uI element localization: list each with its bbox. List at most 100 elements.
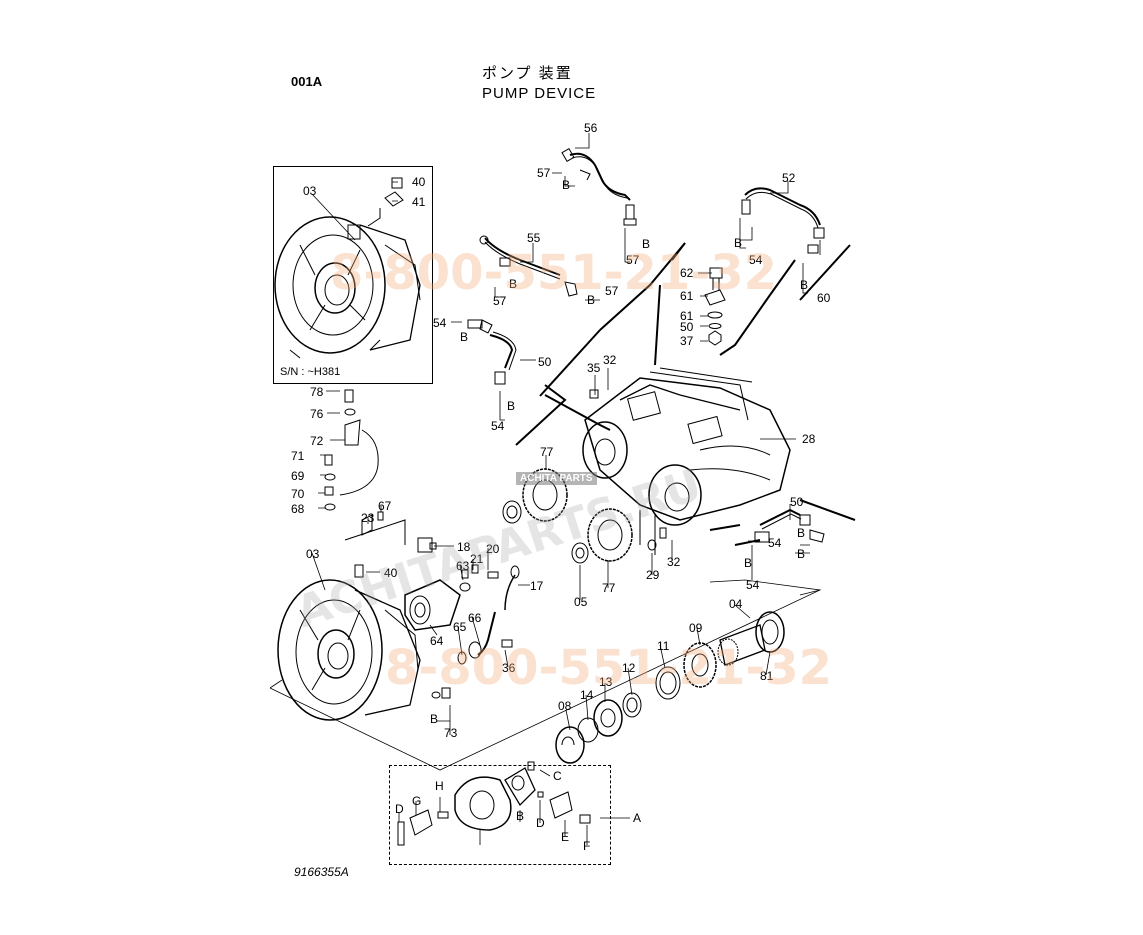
callout-A-53: B <box>460 330 469 344</box>
drawing-number: 9166355A <box>294 865 349 879</box>
title-japanese: ポンプ 装置 <box>482 65 573 82</box>
callout-76: 72 <box>310 434 324 448</box>
watermark-phone-bottom: 8-800-551-21-32 <box>385 640 833 696</box>
coupling-assembly <box>397 761 591 846</box>
callout-52: 52 <box>782 171 796 185</box>
callout-53-left: 54 <box>433 316 447 330</box>
callout-54: 60 <box>817 291 831 305</box>
callout-14: 08 <box>558 699 572 713</box>
callout-69: 70 <box>291 487 305 501</box>
callout-28-top: 77 <box>540 445 554 459</box>
callout-04: 09 <box>689 621 703 635</box>
callout-72: 71 <box>291 449 305 463</box>
callout-A-55: B <box>642 237 651 251</box>
callout-53-right2: 54 <box>768 536 782 550</box>
callout-A-57: B <box>509 277 518 291</box>
callout-35-top: 32 <box>603 353 617 367</box>
callout-37: 35 <box>587 361 601 375</box>
leader-lines <box>311 133 821 845</box>
flywheel-housing <box>277 564 421 721</box>
callout-A-coupling: B <box>516 809 525 823</box>
callout-68: 67 <box>378 499 392 513</box>
callout-61: 37 <box>680 334 694 348</box>
callout-56: 56 <box>584 121 598 135</box>
callout-40-lower: 40 <box>384 566 398 580</box>
callout-41: 41 <box>412 195 426 209</box>
callout-A-52: B <box>734 236 743 250</box>
callout-32: 28 <box>802 432 816 446</box>
sensor-assembly <box>324 389 406 545</box>
callout-08: 81 <box>760 669 774 683</box>
callout-40-inset: 40 <box>412 175 426 189</box>
callout-55: 55 <box>527 231 541 245</box>
callout-60: 62 <box>680 266 694 280</box>
callout-57-right: 57 <box>605 284 619 298</box>
callout-59-b: 61 <box>680 309 694 323</box>
callout-50-right: 50 <box>790 495 804 509</box>
callout-21: 63 <box>456 559 470 573</box>
callout-62: 50 <box>680 320 694 334</box>
callout-28-mid: 77 <box>602 581 616 595</box>
callout-A-81: B <box>430 712 439 726</box>
callout-73: A <box>633 811 642 825</box>
callout-57-left: 57 <box>493 294 507 308</box>
callout-35-low: 32 <box>667 555 681 569</box>
serial-note: S/N : ~H381 <box>280 366 341 378</box>
callout-F: G <box>412 794 422 808</box>
callout-66: 65 <box>453 620 467 634</box>
callout-78: 76 <box>310 407 324 421</box>
coupling-frame <box>389 765 611 865</box>
callout-18: 20 <box>486 542 500 556</box>
sub-assembly-outline <box>269 579 822 771</box>
callout-E: F <box>583 839 591 853</box>
title-english: PUMP DEVICE <box>482 85 597 102</box>
callout-53-right: 54 <box>749 253 763 267</box>
callout-D: E <box>561 830 570 844</box>
callout-A-54: B <box>800 278 809 292</box>
callout-17: 64 <box>430 634 444 648</box>
callout-03-inset: 03 <box>303 184 317 198</box>
callout-03-lower: 03 <box>306 547 320 561</box>
callout-29: 05 <box>574 595 588 609</box>
callout-23: 18 <box>457 540 471 554</box>
callout-20: 21 <box>470 552 484 566</box>
callout-59-a: 61 <box>680 289 694 303</box>
callout-77: 78 <box>310 385 324 399</box>
callout-A-right3: B <box>744 556 753 570</box>
callout-70: 68 <box>291 502 305 516</box>
callout-A-top: B <box>562 178 571 192</box>
watermark-phone-top: 8-800-551-21-32 <box>330 245 778 301</box>
inset-flywheel-housing <box>274 177 421 359</box>
callout-63: 17 <box>530 579 544 593</box>
callout-A-right2: B <box>797 547 806 561</box>
callout-09: 11 <box>657 639 670 653</box>
callout-65: 36 <box>502 661 516 675</box>
pilot-tubes <box>467 147 825 543</box>
callout-A-57b: B <box>587 293 596 307</box>
section-lines <box>515 242 856 546</box>
callout-71: 69 <box>291 469 305 483</box>
callout-53-lower: 54 <box>491 419 505 433</box>
callout-64: 66 <box>468 611 482 625</box>
callout-50-left: 50 <box>538 355 552 369</box>
callout-12: 13 <box>599 675 613 689</box>
callout-A-50: B <box>507 399 516 413</box>
callout-13: 14 <box>580 688 594 702</box>
watermark-logo: ACHITA PARTS <box>516 472 597 485</box>
pilot-pump-parts <box>404 537 520 699</box>
callout-57-top: 57 <box>537 166 551 180</box>
callout-C-left: D <box>395 802 404 816</box>
callout-67: 23 <box>361 511 375 525</box>
callout-53-bottom: 54 <box>746 578 760 592</box>
callout-G: H <box>435 779 444 793</box>
callout-05: 04 <box>729 597 743 611</box>
callout-57-mid: 57 <box>626 253 640 267</box>
callout-36: 29 <box>646 568 660 582</box>
callout-A-right1: B <box>797 526 806 540</box>
callout-81: 73 <box>444 726 458 740</box>
callout-11: 12 <box>622 661 636 675</box>
page-code: 001A <box>291 74 323 89</box>
callout-B: C <box>553 769 562 783</box>
callout-C-right: D <box>536 816 545 830</box>
